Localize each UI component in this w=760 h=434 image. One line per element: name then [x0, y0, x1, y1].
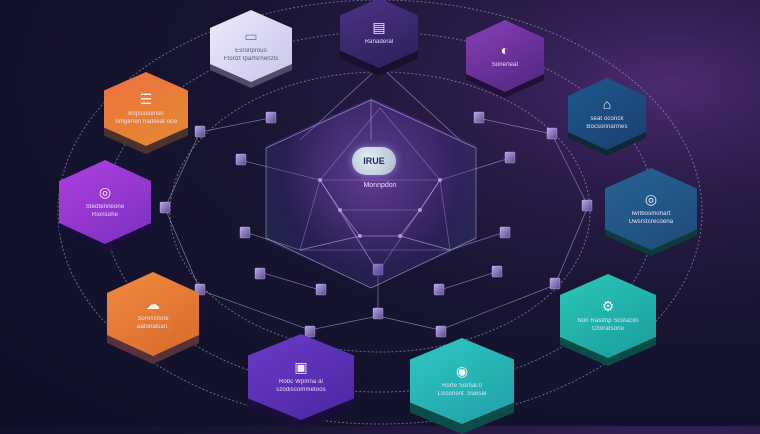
drop-icon: ◎ — [644, 191, 658, 207]
monitor-icon: ▭ — [244, 28, 258, 44]
document-icon: ▤ — [372, 19, 386, 35]
gear-icon: ⚙ — [601, 298, 615, 314]
node-right-lower[interactable]: ⚙ Non Rastmp Scotaclin Choratsone — [560, 274, 656, 358]
node-bottom-left[interactable]: ▣ Robc Wpmna al szodiscommetoos — [248, 334, 354, 420]
chip-icon: ▣ — [294, 359, 308, 375]
node-bottom-right[interactable]: ◉ Rorte Sornal.0 Llsssnsnt .Suesal — [410, 338, 514, 424]
node-top-right[interactable]: ◐ Sonerleat — [466, 20, 544, 92]
robot-icon: ◉ — [455, 363, 469, 379]
building-icon: ⌂ — [602, 96, 612, 112]
hub-label: Monnpdon — [363, 182, 397, 189]
node-right-upper[interactable]: ⌂ seat oconck Bocsonnarmes — [568, 78, 646, 150]
server-icon: ☰ — [139, 91, 153, 107]
orb-icon: ◐ — [500, 42, 510, 58]
hub-badge: IRUE — [352, 147, 396, 175]
cloud-icon: ☁ — [146, 296, 160, 312]
eye-icon: ◎ — [98, 184, 112, 200]
